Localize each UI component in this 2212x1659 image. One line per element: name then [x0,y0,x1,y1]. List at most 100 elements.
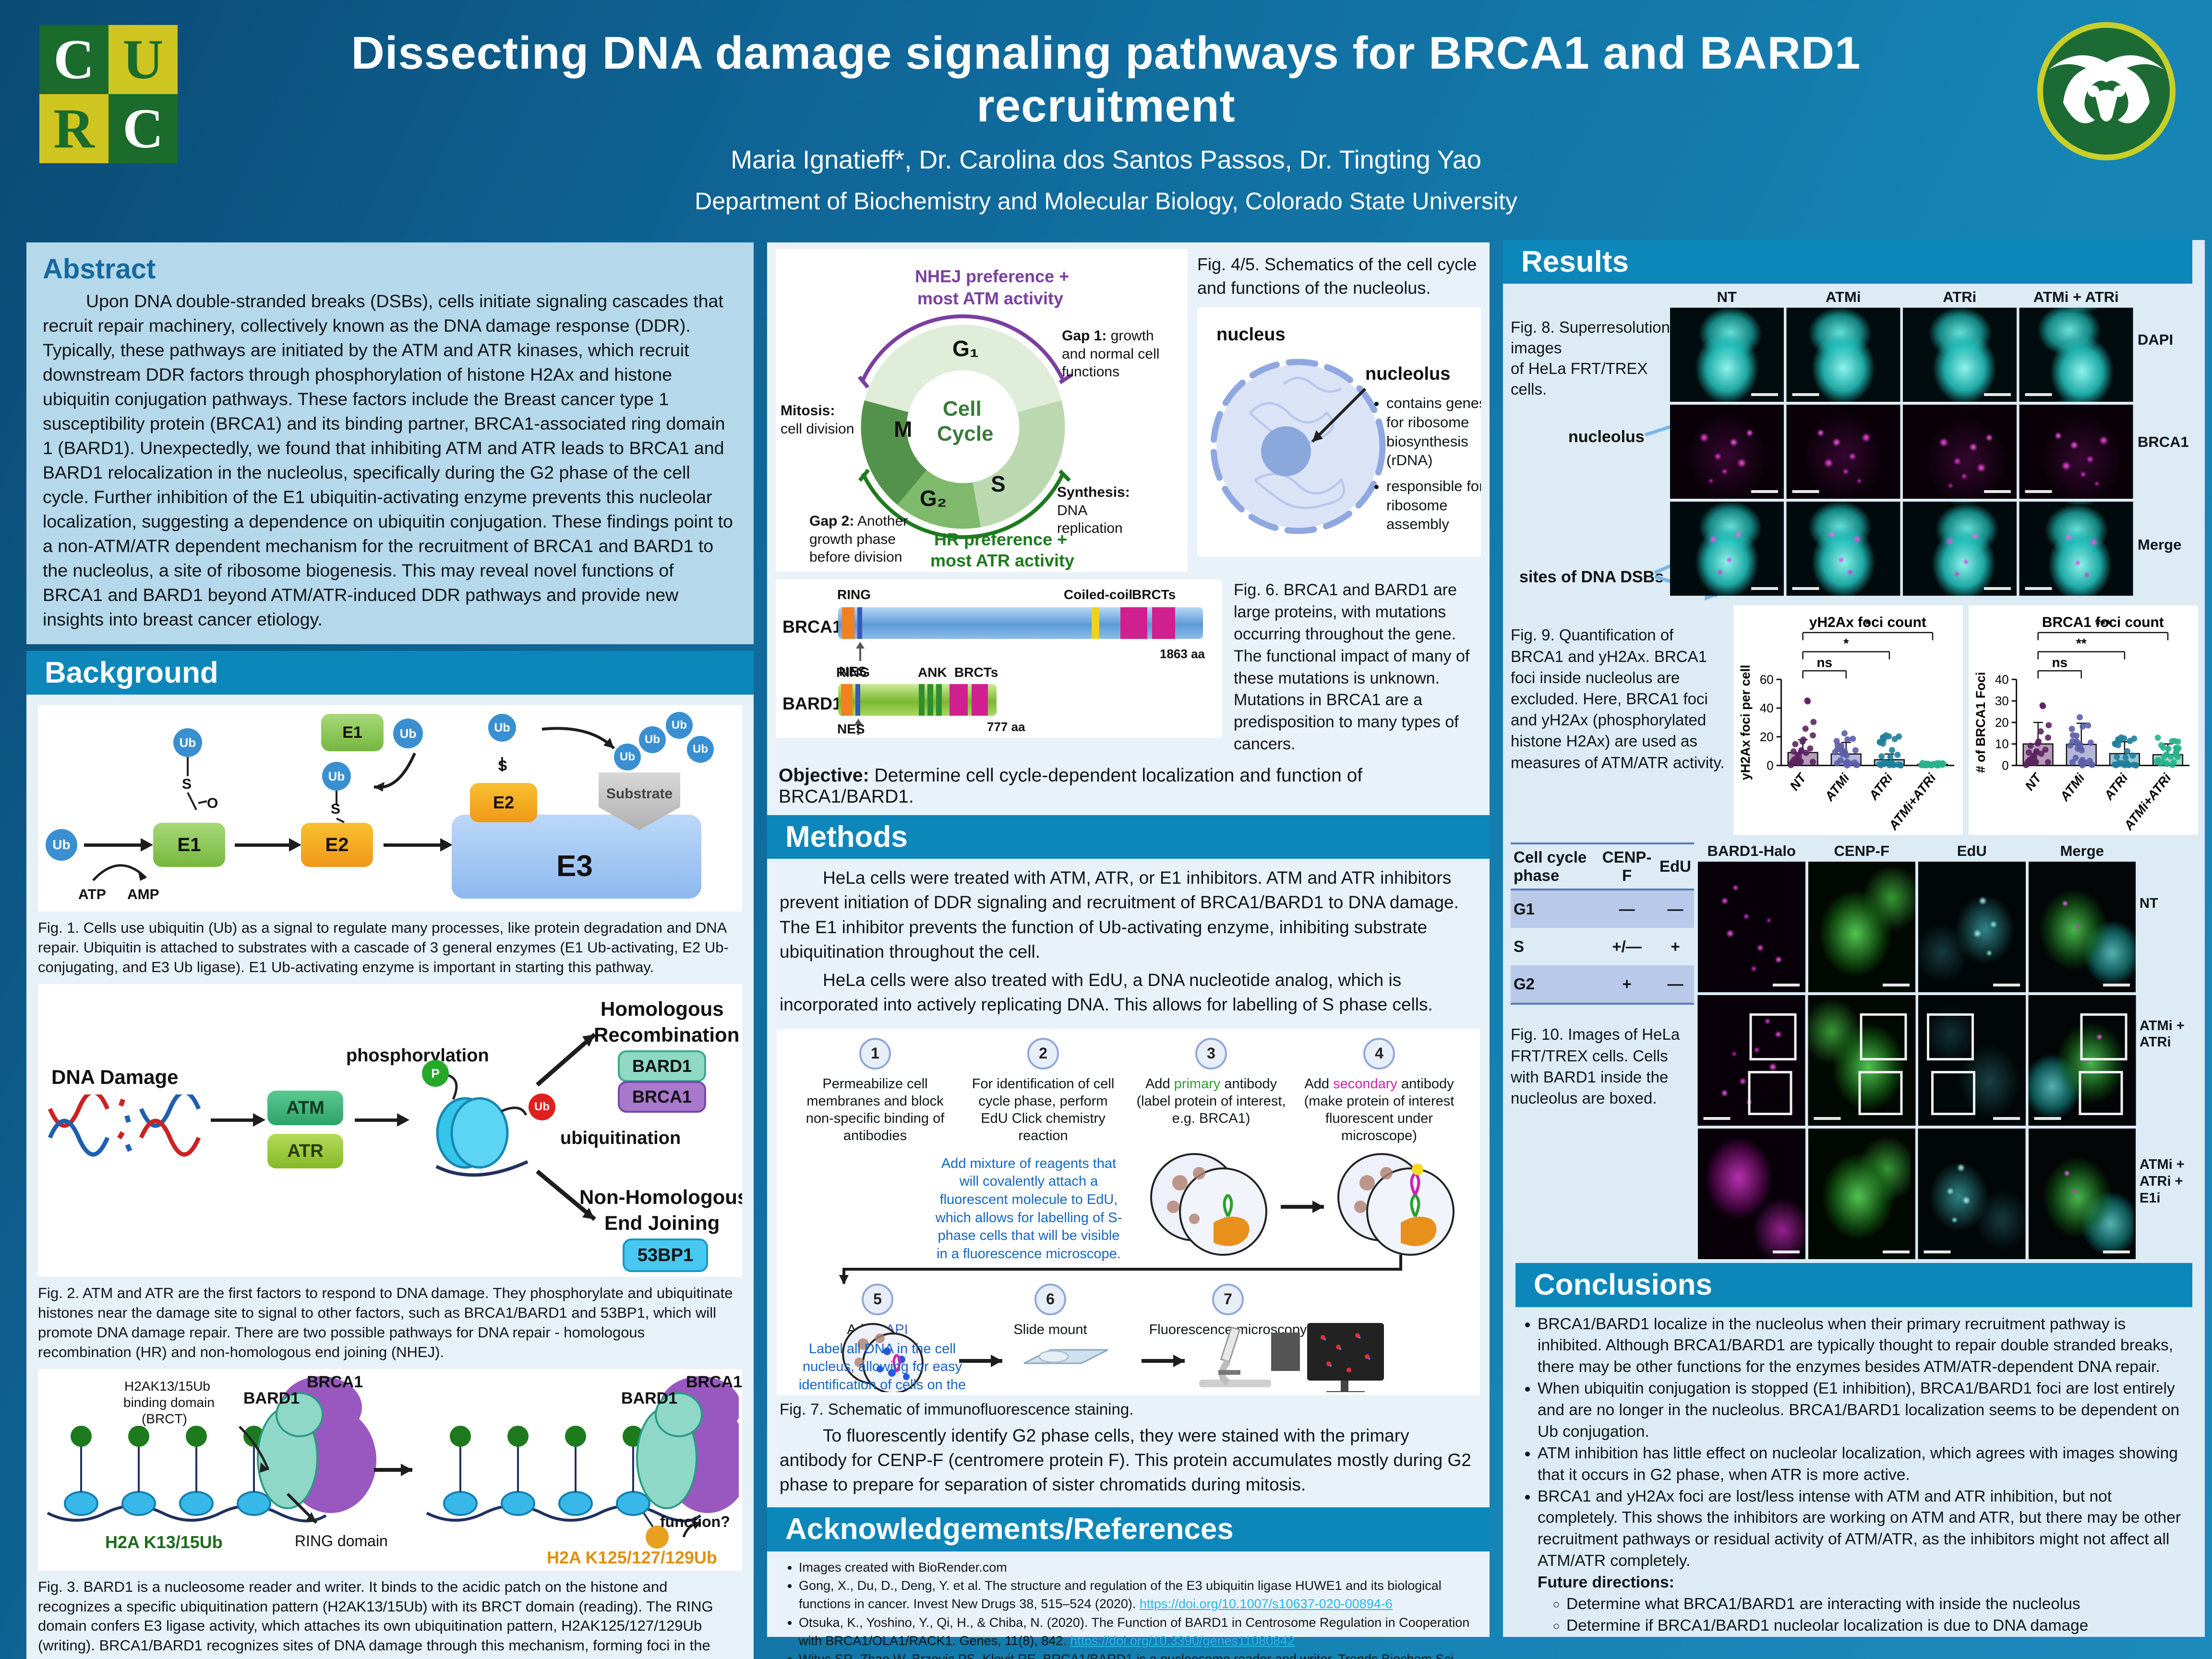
step-3: 3 Add primary antibody (label protein of… [1132,1037,1290,1128]
fig2-ddr-pathways: DNA Damage ATM ATR phosphorylation [38,984,742,1277]
methods-heading: Methods [767,815,1490,859]
step-number: 4 [1363,1037,1395,1070]
ubiquitination-label: ubiquitination [560,1128,681,1149]
h2a-k125-label: H2A K125/127/129Ub [547,1547,717,1567]
micrograph-tile [1808,862,1915,993]
poster-title: Dissecting DNA damage signaling pathways… [351,27,1861,132]
h2a-k1315-label: H2A K13/15Ub [105,1532,223,1552]
cell-cycle-table: Cell cycle phase CENP-F EdU G1 — — S +/—… [1511,842,1694,1005]
step-number: 5 [862,1283,893,1315]
slide-microscope-icons [842,1322,1384,1392]
svg-text:0: 0 [2002,759,2008,773]
svg-text:ATRi: ATRi [2101,771,2131,804]
atp-label: ATP [78,887,106,903]
fig6-caption: Fig. 6. BRCA1 and BARD1 are large protei… [1234,581,1470,754]
micrograph-tile [2019,405,2133,499]
micrograph-tile [2019,502,2133,596]
brct-binding-label-3: (BRCT) [142,1411,187,1426]
nes-arrow-icon [854,719,863,735]
fig2-caption: Fig. 2. ATM and ATR are the first factor… [38,1285,733,1360]
o-atom: O [207,795,218,812]
future-bullet: Determine what BRCA1/BARD1 are interacti… [1566,1594,2190,1615]
reference-item: Gong, X., Du, D., Deng, Y. et al. The st… [799,1576,1477,1613]
future-bullet: Determine if BRCA1/BARD1 nucleolar local… [1566,1615,2190,1637]
micrograph-tile [1698,995,1805,1126]
brca1-label: BRCA1 [307,1372,363,1391]
hr-arc-label-2: most ATR activity [930,551,1075,570]
nucleolus-label: nucleolus [1365,364,1451,385]
bard1-label: BARD1 [243,1389,300,1407]
fig9-block: Fig. 9. Quantification of BRCA1 and yH2A… [1503,598,2205,837]
brct-binding-label-1: H2AK13/15Ub [124,1378,211,1394]
m-phase: M [894,417,913,442]
substrate-label: Substrate [606,786,673,802]
center-label-2: Cycle [937,422,994,445]
micrograph-tile [2028,1129,2136,1260]
bard1-ank-domain [927,684,933,716]
e1-enzyme: E1 [321,714,384,752]
dsb-sites-annotation: sites of DNA DSBs [1519,568,1664,587]
nucleus-svg [1210,359,1386,534]
conclusions-heading: Conclusions [1515,1263,2192,1307]
fig10-column-headers: BARD1-Halo CENP-F EdU Merge [1707,842,2104,860]
table-row: G1 — — [1511,890,1694,928]
micrograph-tile [1918,1129,2026,1260]
dna-helix-icon [48,1094,201,1157]
micrograph-tile [1903,308,2017,402]
s-atom: S [498,758,508,774]
nucleosome-icon [435,1073,529,1177]
fig10-row-labels: NT ATMi + ATRi ATMi + ATRi + E1i [2140,896,2185,1206]
s-phase: S [991,471,1006,496]
micrograph-tile [1786,405,1900,499]
synthesis-note: Synthesis: DNA replication [1057,484,1130,536]
brcts-label: BRCTs [954,665,998,680]
bard1-brct-domain [950,684,968,716]
doi-link[interactable]: https://doi.org/10.1007/s10637-020-00894… [1139,1597,1393,1611]
fig10-caption: Fig. 10. Images of HeLa FRT/TREX cells. … [1511,1025,1680,1107]
transfer-arrow-icon [373,753,416,792]
table-row: S +/— + [1514,938,1680,956]
hr-arc-label-1: HR preference + [934,529,1068,549]
svg-text:ns: ns [1816,655,1832,670]
atm-kinase: ATM [267,1091,343,1126]
doi-link[interactable]: https://doi.org/10.3390/genes11080842 [1070,1634,1295,1648]
background-heading: Background [26,651,754,695]
fig1-ubiquitin-cascade: Ub ATP AMP E1 Ub S O E2 Ub S E1 Ub [38,705,742,912]
fig8-grid-area: NT ATMi ATRi ATMi + ATRi [1670,289,2133,596]
step-4: 4 Add secondary antibody (make protein o… [1295,1037,1463,1145]
dna-damage-label: DNA Damage [51,1066,179,1089]
ub-molecule: Ub [639,726,666,754]
svg-text:*: * [1843,636,1849,651]
brca1-nes-site [857,607,862,639]
fig45-caption: Fig. 4/5. Schematics of the cell cycle a… [1197,254,1477,298]
nhej-label-2: End Joining [604,1212,720,1235]
micrograph-tile [1808,1129,1915,1260]
micrograph-tile [1903,405,2017,499]
nucleolus-bullets: contains genes for ribosome biosynthesis… [1370,394,1481,534]
step-2: 2 For identification of cell cycle phase… [964,1037,1122,1145]
svg-text:60: 60 [1760,673,1774,687]
micrograph-tile [1698,1129,1805,1260]
reference-item: Otsuka, K., Yoshino, Y., Qi, H., & Chiba… [799,1613,1477,1650]
gap2-note: Gap 2: Another growth phase before divis… [809,513,908,565]
fig6-block: BRCA1 RING Coiled-coil BRCTs NES 1863 aa… [767,575,1490,760]
e2-enzyme: E2 [470,783,537,823]
conclusion-bullet: BRCA1 and yH2Ax foci are lost/less inten… [1538,1486,2190,1637]
micrograph-tile [1670,502,1784,596]
gap1-note: Gap 1: growth and normal cell functions [1062,328,1160,380]
svg-text:BRCA1 foci count: BRCA1 foci count [2042,614,2164,630]
fig45-right: Fig. 4/5. Schematics of the cell cycle a… [1197,249,1481,572]
antibody-cells-icon [1150,1153,1455,1256]
ring-domain-label: RING domain [295,1532,388,1550]
svg-text:20: 20 [1760,731,1774,744]
objective-label: Objective: [779,765,869,786]
step-text: Permeabilize cell membranes and block no… [805,1076,945,1144]
brca1-domain-bar [838,607,1203,639]
middle-column: NHEJ preference + most ATM activity G₁ S… [767,242,1490,1659]
csu-ram-logo [2037,22,2176,160]
ub-molecule: Ub [322,762,351,791]
bard1-label: BARD1 [621,1389,678,1407]
svg-text:10: 10 [1995,738,2009,751]
